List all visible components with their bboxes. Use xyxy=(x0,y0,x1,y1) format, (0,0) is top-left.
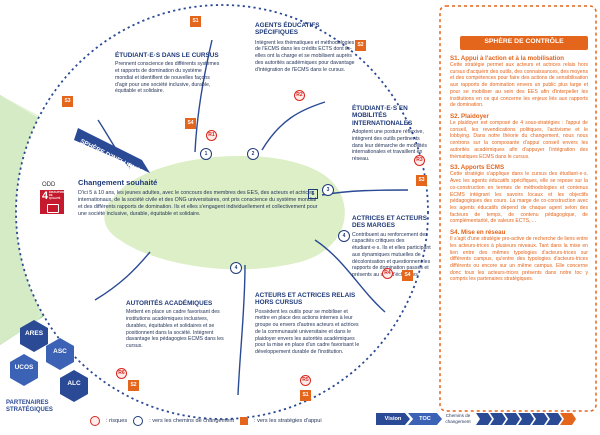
hex-label[interactable]: ARES xyxy=(24,330,44,337)
nav-step-3[interactable] xyxy=(504,413,520,425)
controle-item: S3. Apports ECMS Cette stratégie s'appli… xyxy=(450,164,588,225)
chemin-badge[interactable]: 1 xyxy=(200,148,212,160)
section-body: Mettent en place un cadre favorisant des… xyxy=(126,309,224,350)
chemin-badge[interactable]: 4 xyxy=(338,230,350,242)
section-title: AGENTS ÉDUCATIFS SPÉCIFIQUES xyxy=(255,22,320,37)
odd-caption: ÉDUCATION DE QUALITÉ xyxy=(49,191,65,200)
section-mobilites: ÉTUDIANT·E·S EN MOBILITÉS INTERNATIONALE… xyxy=(352,105,430,163)
strategy-badge[interactable]: S1 xyxy=(300,390,311,401)
strategy-badge[interactable]: S4 xyxy=(402,270,413,281)
nav-step-2[interactable] xyxy=(490,413,506,425)
sphere-controle-title: SPHÈRE DE CONTRÔLE xyxy=(484,38,564,45)
strategy-badge[interactable]: S3 xyxy=(62,96,73,107)
changement-body: D'ici 5 à 10 ans, les jeunes adultes, av… xyxy=(78,190,318,218)
chemin-badge[interactable]: 4 xyxy=(230,262,242,274)
nav-step-1[interactable] xyxy=(476,413,492,425)
risk-marker[interactable]: R1 xyxy=(206,130,217,141)
section-title: ACTRICES ET ACTEURS DES MARGES xyxy=(352,215,428,230)
section-body: Possèdent les outils pour se mobiliser e… xyxy=(255,308,360,356)
strategy-badge[interactable]: S2 xyxy=(128,380,139,391)
controle-item-title: S4. Mise en réseau xyxy=(450,229,506,237)
nav-chemins-button[interactable]: Chemins de changement xyxy=(445,413,471,424)
risk-marker[interactable]: R2 xyxy=(294,90,305,101)
sphere-interet-label: SPHÈRE D'INTÉRÊT xyxy=(20,184,30,262)
controle-item: S4. Mise en réseau Il s'agit d'une strat… xyxy=(450,229,588,283)
controle-item-body: Cette stratégie permet aux acteurs et ac… xyxy=(450,62,589,109)
section-agents: AGENTS ÉDUCATIFS SPÉCIFIQUES Intègrent l… xyxy=(255,22,355,73)
book-icon xyxy=(47,204,59,213)
controle-item: S2. Plaidoyer Le plaidoyer est composé d… xyxy=(450,113,588,160)
strategy-badge[interactable]: S4 xyxy=(185,118,196,129)
nav-vision-button[interactable]: Vision xyxy=(376,413,410,425)
hex-label[interactable]: ALC xyxy=(67,380,81,387)
nav-step-5[interactable] xyxy=(532,413,548,425)
controle-item-body: Il s'agit d'une stratégie pro-active de … xyxy=(450,236,588,283)
chemin-badge-center[interactable]: 5 xyxy=(308,189,318,199)
controle-item: S1. Appui à l'action et à la mobilisatio… xyxy=(450,55,588,109)
section-body: Intègrent les thématiques et méthodologi… xyxy=(255,39,355,73)
hex-label[interactable]: UCOS xyxy=(14,364,34,371)
section-title: ÉTUDIANT·E·S DANS LE CURSUS xyxy=(115,52,219,59)
odd-number: 4 xyxy=(42,190,49,202)
section-body: Prennent conscience des différents systè… xyxy=(115,61,220,95)
section-body: Adoptent une posture réflexive, intègren… xyxy=(352,129,427,163)
legend: : risques : vers les chemins de changeme… xyxy=(90,414,322,428)
nav-step-7[interactable] xyxy=(560,413,576,425)
section-title: ÉTUDIANT·E·S EN MOBILITÉS INTERNATIONALE… xyxy=(352,105,413,127)
controle-item-body: Le plaidoyer est composé de 4 sous-strat… xyxy=(450,120,588,160)
changement-souhaite: Changement souhaité D'ici 5 à 10 ans, le… xyxy=(78,178,318,219)
strategy-badge[interactable]: S1 xyxy=(190,16,201,27)
odd4-icon: 4 ÉDUCATION DE QUALITÉ xyxy=(40,190,64,214)
nav-step-6[interactable] xyxy=(546,413,562,425)
controle-item-title: S3. Apports ECMS xyxy=(450,164,505,172)
strategy-badge[interactable]: S3 xyxy=(416,175,427,186)
nav-step-4[interactable] xyxy=(518,413,534,425)
legend-strategies: : vers les stratégies d'appui xyxy=(254,418,322,424)
risk-marker[interactable]: R5 xyxy=(300,375,311,386)
nav-toc-button[interactable]: TOC xyxy=(408,413,442,425)
risk-legend-icon xyxy=(90,416,100,426)
section-etudiants-cursus: ÉTUDIANT·E·S DANS LE CURSUS Prennent con… xyxy=(115,52,221,95)
risk-marker[interactable]: R6 xyxy=(116,368,127,379)
section-autorites: AUTORITÉS ACADÉMIQUES Mettent en place u… xyxy=(126,300,224,350)
risk-marker[interactable]: R4 xyxy=(382,268,393,279)
odd-label: ODD xyxy=(42,182,56,188)
controle-list: S1. Appui à l'action et à la mobilisatio… xyxy=(450,55,588,283)
chemin-legend-icon xyxy=(133,416,144,426)
strategy-badge[interactable]: S2 xyxy=(355,40,366,51)
partenaires-label: PARTENAIRES STRATÉGIQUES xyxy=(6,400,53,413)
risk-marker[interactable]: R3 xyxy=(414,155,425,166)
chemin-badge[interactable]: 2 xyxy=(247,148,259,160)
controle-item-title: S1. Appui à l'action et à la mobilisatio… xyxy=(450,55,565,62)
controle-item-body: Cette stratégie s'applique dans le cursu… xyxy=(450,171,588,225)
section-relais: ACTEURS ET ACTRICES RELAIS HORS CURSUS P… xyxy=(255,292,361,356)
strategy-legend-icon xyxy=(240,417,249,425)
section-title: AUTORITÉS ACADÉMIQUES xyxy=(126,300,213,307)
chemin-badge[interactable]: 3 xyxy=(322,184,334,196)
hex-label[interactable]: ASC xyxy=(53,348,67,355)
partenaires-hexagons xyxy=(10,320,88,402)
changement-title: Changement souhaité xyxy=(78,178,158,187)
legend-chemins: : vers les chemins de changement xyxy=(149,418,235,424)
section-title: ACTEURS ET ACTRICES RELAIS HORS CURSUS xyxy=(255,292,356,307)
controle-item-title: S2. Plaidoyer xyxy=(450,113,489,121)
legend-risques: : risques xyxy=(106,418,128,424)
